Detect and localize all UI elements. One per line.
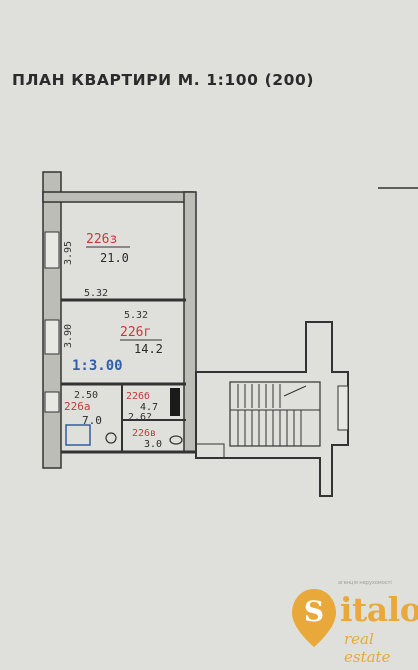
sink-icon	[105, 432, 117, 444]
room-width-inner-dim: 5.32	[124, 310, 148, 321]
window-mark	[44, 391, 60, 413]
brand-tagline: real estate	[344, 630, 391, 666]
room-width-dim: 2.50	[74, 390, 98, 401]
bathtub-icon	[65, 424, 91, 446]
room-code: 226в	[132, 428, 156, 439]
room-height-dim: 3.90	[63, 324, 74, 348]
brand-logo: S	[292, 589, 336, 647]
room-code: 226а	[64, 400, 91, 413]
room-area: 3.0	[144, 439, 162, 450]
stairwell-outline	[195, 321, 349, 497]
room-code: 226г	[120, 325, 151, 340]
location-pin-icon	[292, 589, 336, 647]
black-block	[170, 388, 180, 416]
window-mark	[337, 385, 349, 431]
stair-steps	[230, 384, 320, 446]
right-wall	[183, 191, 197, 453]
door-mark	[195, 443, 225, 459]
window-mark	[44, 319, 60, 355]
toilet-icon	[169, 435, 183, 445]
room-height-dim: 3.95	[63, 241, 74, 265]
room-area: 21.0	[100, 251, 129, 265]
room-code: 226б	[126, 390, 150, 402]
room-area: 4.7	[140, 402, 158, 413]
scale-note: 1:3.00	[72, 358, 123, 374]
staircase	[229, 381, 321, 447]
page-title: ПЛАН КВАРТИРИ М. 1:100 (200)	[12, 71, 315, 89]
room-area: 14.2	[134, 342, 163, 356]
room-height-dim: 2.6?	[128, 412, 152, 423]
window-mark	[44, 231, 60, 269]
room-width-dim: 5.32	[84, 288, 108, 299]
brand-word: italo	[340, 590, 418, 629]
brand-small-text: агенція нерухомості	[338, 580, 392, 586]
top-wall	[42, 191, 194, 203]
room-code: 226з	[86, 232, 117, 247]
room-area: 7.0	[82, 414, 102, 427]
brand-letter: S	[304, 595, 324, 628]
